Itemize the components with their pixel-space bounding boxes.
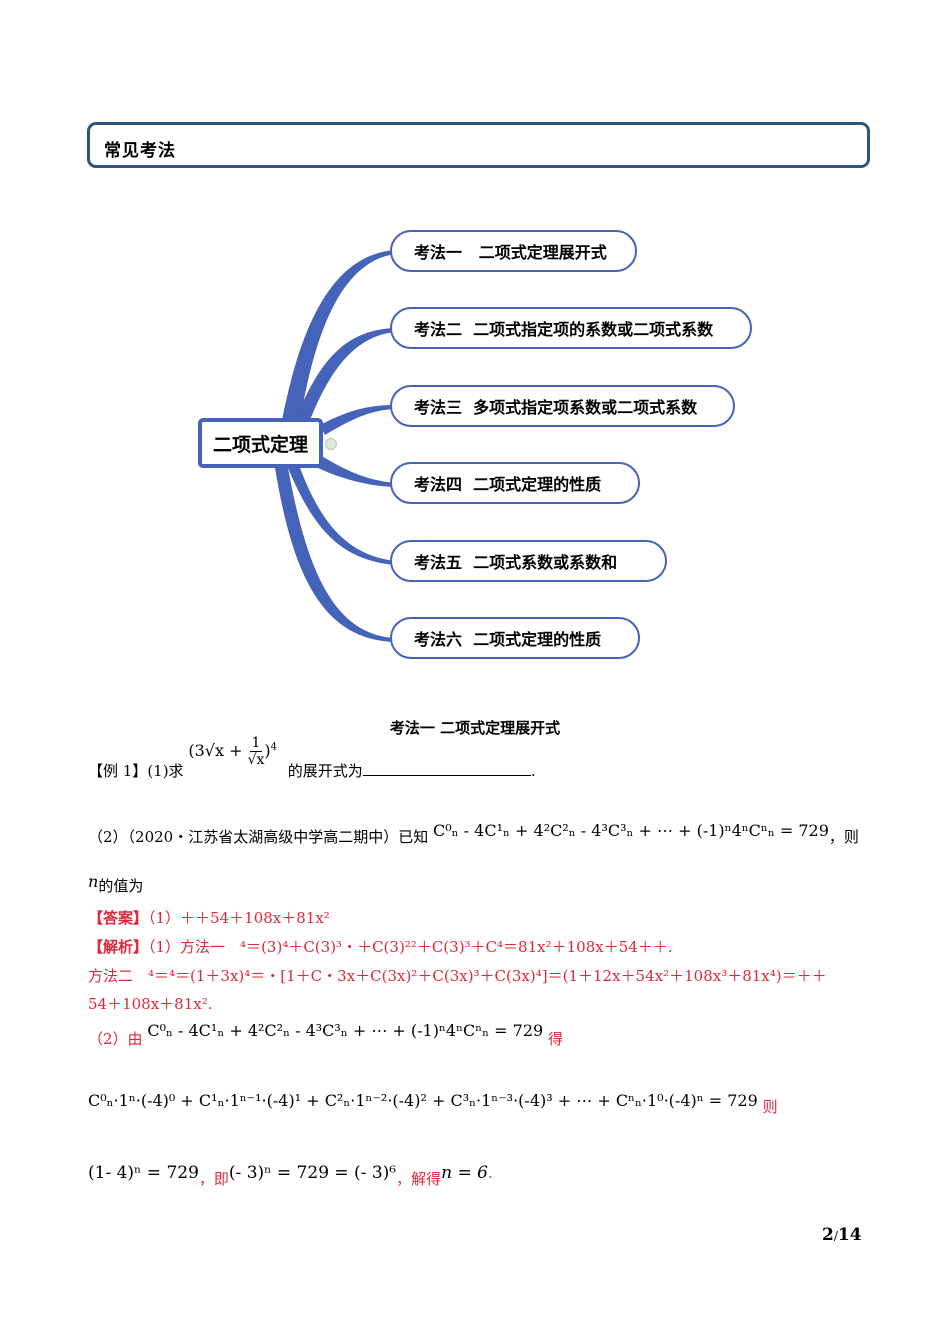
mindmap-branch-5[interactable]: 考法五 二项式系数或系数和 (390, 540, 667, 582)
analysis-line-4: （2）由 C⁰ₙ - 4C¹ₙ + 4²C²ₙ - 4³C³ₙ + ⋯ + (-… (88, 1021, 563, 1048)
analysis-line-5: C⁰ₙ·1ⁿ·(-4)⁰ + C¹ₙ·1ⁿ⁻¹·(-4)¹ + C²ₙ·1ⁿ⁻²… (88, 1091, 778, 1116)
example-part2-suffix: ，则 (828, 828, 859, 846)
analysis-line-2: 方法二 ⁴＝⁴＝(1＋3x)⁴＝・[1＋C・3x＋C(3x)²＋C(3x)³＋C… (88, 967, 827, 985)
mindmap-branch-4[interactable]: 考法四 二项式定理的性质 (390, 462, 640, 504)
mindmap-branch-1[interactable]: 考法一 二项式定理展开式 (390, 230, 637, 272)
analysis-line-1: 【解析】（1）方法一 ⁴＝(3)⁴＋C(3)³・＋C(3)²²＋C(3)³＋C⁴… (88, 938, 673, 956)
example-part2-expression: C⁰ₙ - 4C¹ₙ + 4²C²ₙ - 4³C³ₙ + ⋯ + (-1)ⁿ4ⁿ… (433, 821, 829, 840)
answer-label: 【答案】 (88, 909, 149, 927)
analysis-label: 【解析】 (88, 938, 149, 956)
mindmap-connectors (275, 250, 395, 642)
analysis-line-6: (1- 4)ⁿ = 729，即(- 3)ⁿ = 729 = (- 3)⁶，解得n… (88, 1163, 493, 1188)
method-heading: 考法一 二项式定理展开式 (389, 719, 561, 737)
example-label: 【例 1】 (88, 762, 148, 780)
example-part1-prefix: (1)求 (147, 762, 184, 780)
example-part2-prefix: （2）（2020・江苏省太湖高级中学高二期中）已知 (88, 828, 429, 846)
collapse-toggle-icon[interactable] (325, 438, 337, 450)
mindmap-branch-6[interactable]: 考法六 二项式定理的性质 (390, 617, 640, 659)
mindmap-branch-2[interactable]: 考法二 二项式指定项的系数或二项式系数 (390, 307, 752, 349)
section-header-box: 常见考法 (87, 122, 870, 168)
example-part2-line2: n的值为 (88, 872, 144, 895)
example-part1-expression: (3√x + 1√x)4 (188, 735, 278, 768)
section-title: 常见考法 (104, 141, 176, 161)
example-part1-suffix: 的展开式为 (287, 762, 363, 780)
mindmap-root[interactable]: 二项式定理 (198, 418, 323, 468)
page-number: 2/14 (822, 1225, 862, 1245)
answer-blank (362, 761, 531, 776)
example-part2: （2）（2020・江苏省太湖高级中学高二期中）已知 C⁰ₙ - 4C¹ₙ + 4… (88, 821, 859, 847)
example-part1: 【例 1】(1)求 (3√x + 1√x)4 的展开式为. (88, 735, 536, 780)
analysis-line-3: 54＋108x＋81x². (88, 995, 213, 1013)
answer-text: （1）＋＋54＋108x＋81x² (148, 909, 330, 927)
mindmap-branch-3[interactable]: 考法三 多项式指定项系数或二项式系数 (390, 385, 735, 427)
answer-line: 【答案】（1）＋＋54＋108x＋81x² (88, 907, 330, 928)
